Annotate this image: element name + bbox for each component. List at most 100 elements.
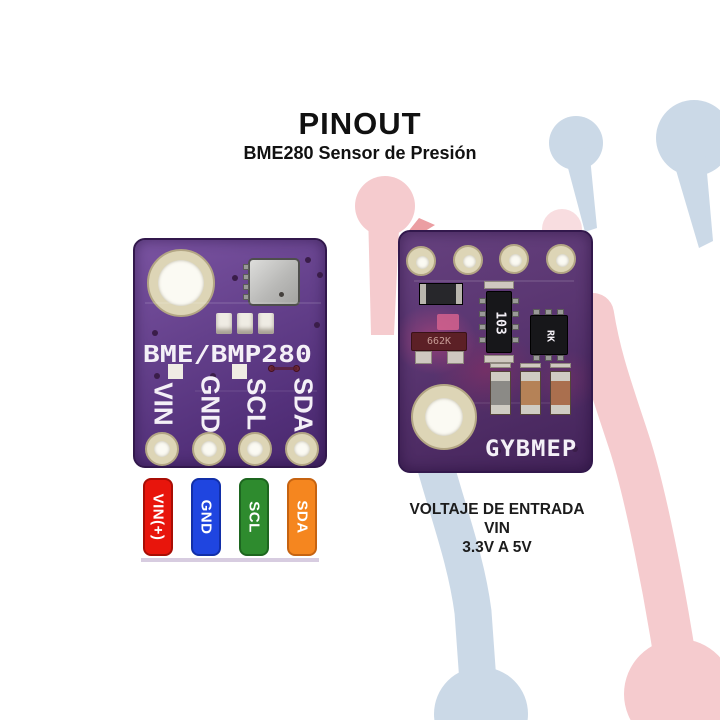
pin-tag-sda-label: SDA bbox=[293, 500, 311, 534]
decor-blue-tail-b bbox=[673, 150, 713, 248]
cap-pad bbox=[550, 363, 571, 368]
pin-tag-gnd: GND bbox=[191, 478, 221, 556]
via bbox=[572, 446, 578, 452]
mounting-hole-bore bbox=[158, 260, 204, 306]
header-hole-bore bbox=[556, 254, 569, 267]
pcb-trace bbox=[195, 390, 317, 392]
voltage-note: VOLTAJE DE ENTRADA VIN 3.3V A 5V bbox=[397, 500, 597, 557]
capacitor bbox=[520, 371, 541, 415]
ic-rk-marking: RK bbox=[544, 329, 556, 343]
decor-blue-circle-bottom bbox=[434, 667, 528, 720]
header-hole bbox=[546, 244, 576, 274]
sensor-pin bbox=[243, 294, 249, 300]
voltage-note-line1: VOLTAJE DE ENTRADA bbox=[409, 501, 585, 518]
pin-tag-sda: SDA bbox=[287, 478, 317, 556]
capacitor bbox=[490, 371, 511, 415]
header-hole-scl bbox=[238, 432, 272, 466]
regulator-662k: 662K bbox=[411, 332, 467, 351]
ic-pin bbox=[533, 309, 540, 315]
header-hole-bore bbox=[201, 441, 217, 457]
capacitor bbox=[550, 371, 571, 415]
voltage-note-line3: 3.3V A 5V bbox=[462, 539, 532, 556]
decor-pink-tail bbox=[368, 208, 400, 335]
ic-pin bbox=[479, 337, 486, 343]
via bbox=[210, 373, 216, 379]
ic-103: 103 bbox=[486, 291, 512, 353]
decor-blue-tail-a bbox=[564, 147, 597, 232]
header-hole-bore bbox=[509, 254, 522, 267]
via bbox=[152, 330, 158, 336]
sensor-vent-hole bbox=[279, 292, 284, 297]
header-hole-bore bbox=[247, 441, 263, 457]
ic-pad bbox=[484, 355, 514, 363]
ic-pin bbox=[479, 311, 486, 317]
header-hole-bore bbox=[294, 441, 310, 457]
board-brand-silkscreen: GYBMEP bbox=[485, 437, 578, 462]
right-pcb-back: 103 RK 662K GYBMEP bbox=[398, 230, 593, 473]
header-hole-bore bbox=[463, 255, 476, 268]
silkscreen-square bbox=[232, 364, 247, 379]
via bbox=[314, 322, 320, 328]
ic-pad bbox=[484, 281, 514, 289]
ic-103-marking: 103 bbox=[492, 311, 508, 335]
sensor-pin bbox=[243, 284, 249, 290]
pin-tag-vin-label: VIN(+) bbox=[149, 493, 167, 541]
capacitor-terminal bbox=[521, 372, 540, 381]
pin-tag-scl-label: SCL bbox=[245, 501, 263, 533]
mounting-hole-large bbox=[147, 249, 215, 317]
mounting-hole-large bbox=[411, 384, 477, 450]
capacitor-terminal bbox=[551, 405, 570, 414]
ic-pin bbox=[512, 337, 519, 343]
header-hole bbox=[453, 245, 483, 275]
ic-pin bbox=[557, 309, 564, 315]
header-hole-bore bbox=[416, 256, 429, 269]
component-terminal bbox=[456, 284, 462, 304]
pin-label-scl: SCL bbox=[241, 378, 272, 430]
decor-pink-node-middle bbox=[355, 176, 415, 335]
cap-pad bbox=[490, 363, 511, 368]
via bbox=[495, 448, 501, 454]
pcb-trace bbox=[145, 302, 321, 304]
solder-pad bbox=[216, 313, 232, 334]
mounting-hole-bore bbox=[425, 398, 463, 436]
pin-tag-gnd-label: GND bbox=[197, 499, 215, 535]
decor-pink-node-bottom-right bbox=[572, 293, 720, 720]
page-subtitle: BME280 Sensor de Presión bbox=[243, 143, 477, 163]
pin-label-gnd: GND bbox=[195, 375, 226, 433]
board-model-silkscreen: BME/BMP280 bbox=[143, 342, 312, 368]
tag-underline bbox=[141, 558, 319, 562]
ic-pin bbox=[545, 309, 552, 315]
page-title: PINOUT bbox=[298, 106, 422, 141]
bme280-sensor-can bbox=[248, 258, 300, 306]
decor-blue-node-a bbox=[549, 116, 603, 232]
ic-rk: RK bbox=[530, 315, 568, 355]
silkscreen-square bbox=[168, 364, 183, 379]
left-pcb-front: BME/BMP280 VIN GND SCL SDA bbox=[133, 238, 327, 468]
sensor-pin bbox=[243, 264, 249, 270]
header-hole-gnd bbox=[192, 432, 226, 466]
capacitor-terminal bbox=[521, 405, 540, 414]
pcb-trace bbox=[271, 367, 297, 370]
smd-pad bbox=[415, 351, 432, 364]
ic-pin bbox=[533, 355, 540, 361]
header-hole-sda bbox=[285, 432, 319, 466]
header-hole-vin bbox=[145, 432, 179, 466]
decor-blue-node-b bbox=[656, 100, 720, 248]
inductor-component bbox=[419, 283, 463, 305]
via bbox=[317, 272, 323, 278]
header-hole bbox=[406, 246, 436, 276]
ic-pin bbox=[512, 298, 519, 304]
via bbox=[232, 275, 238, 281]
capacitor-terminal bbox=[491, 372, 510, 381]
decor-blue-line-bottom bbox=[412, 431, 497, 701]
via bbox=[305, 257, 311, 263]
ic-pin bbox=[545, 355, 552, 361]
ic-pin bbox=[512, 311, 519, 317]
solder-pad bbox=[237, 313, 253, 334]
pin-tag-scl: SCL bbox=[239, 478, 269, 556]
header-hole-bore bbox=[154, 441, 170, 457]
solder-pad bbox=[258, 313, 274, 334]
ic-pin bbox=[512, 324, 519, 330]
ic-pin bbox=[557, 355, 564, 361]
cap-pad bbox=[520, 363, 541, 368]
